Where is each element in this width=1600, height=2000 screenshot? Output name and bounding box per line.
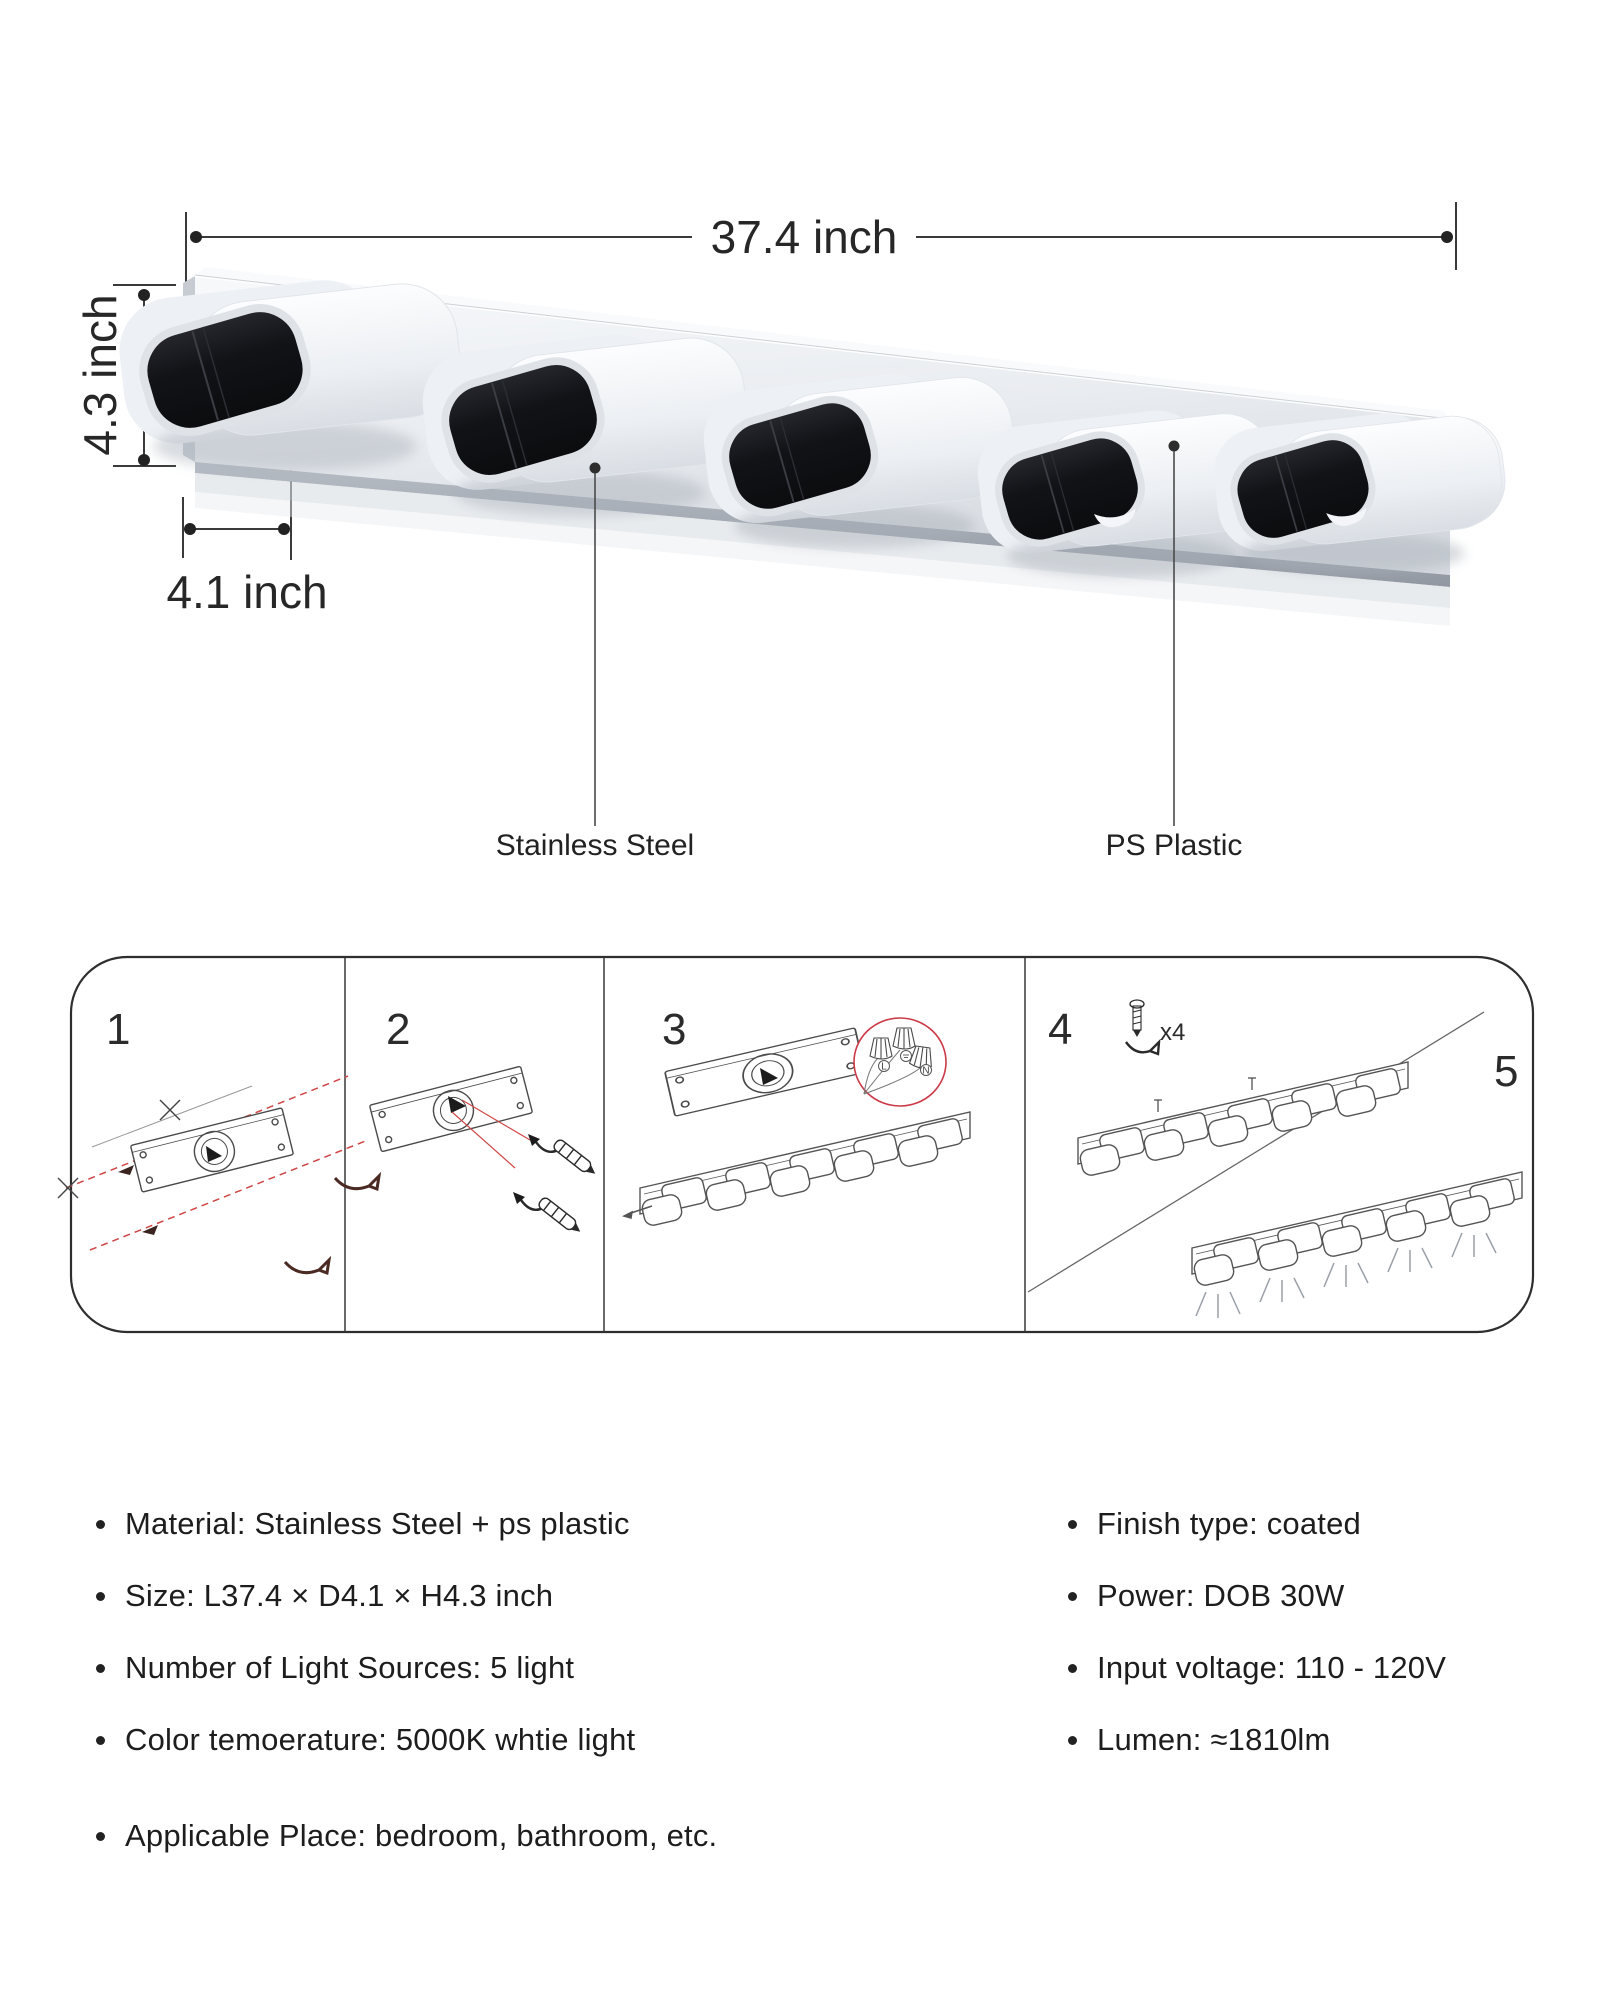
screw-icon — [1125, 999, 1161, 1056]
bullet-icon — [1068, 1591, 1077, 1601]
step-4-number: 4 — [1048, 1005, 1072, 1054]
spec-color-temperature-text: Color temoerature: 5000K whtie light — [125, 1722, 636, 1758]
step-3-number: 3 — [662, 1005, 686, 1054]
spec-voltage-text: Input voltage: 110 - 120V — [1097, 1650, 1447, 1686]
step-4-5-divider — [1027, 1011, 1485, 1293]
step-2-diagram — [368, 1065, 601, 1238]
step-1-diagram — [57, 1075, 382, 1276]
spec-lumen: Lumen: ≈1810lm — [1068, 1704, 1446, 1776]
ps-plastic-label: PS Plastic — [1106, 829, 1243, 862]
bullet-icon — [96, 1663, 105, 1673]
spec-color-temperature: Color temoerature: 5000K whtie light — [96, 1704, 717, 1776]
spec-finish-text: Finish type: coated — [1097, 1506, 1362, 1542]
lamp-head-5 — [1209, 408, 1510, 574]
vanity-light-fixture — [114, 267, 1510, 626]
dim-dot — [278, 523, 290, 535]
installation-steps-panel: 1 2 3 4 5 — [57, 955, 1535, 1334]
spec-list-right: Finish type: coated Power: DOB 30W Input… — [1068, 1488, 1446, 1776]
dim-dot — [184, 523, 196, 535]
product-illustration: 37.4 inch 4.3 inch 4.1 inch — [74, 202, 1600, 862]
spec-size: Size: L37.4 × D4.1 × H4.3 inch — [96, 1560, 717, 1632]
step-5-number: 5 — [1494, 1047, 1518, 1096]
spec-power-text: Power: DOB 30W — [1097, 1578, 1345, 1614]
wire-label-n: N — [922, 1066, 929, 1077]
bullet-icon — [96, 1591, 105, 1601]
dim-dot — [138, 454, 150, 466]
bullet-icon — [96, 1831, 105, 1841]
spec-applicable-place: Applicable Place: bedroom, bathroom, etc… — [96, 1800, 717, 1872]
spec-light-sources: Number of Light Sources: 5 light — [96, 1632, 717, 1704]
lamp-head-1 — [114, 275, 466, 471]
lamp-head-2 — [417, 329, 752, 516]
panel-border — [69, 955, 1535, 1334]
dim-dot — [1441, 231, 1453, 243]
spec-voltage: Input voltage: 110 - 120V — [1068, 1632, 1446, 1704]
bullet-icon — [96, 1735, 105, 1745]
bullet-icon — [1068, 1735, 1077, 1745]
spec-lumen-text: Lumen: ≈1810lm — [1097, 1722, 1331, 1758]
spec-material: Material: Stainless Steel + ps plastic — [96, 1488, 717, 1560]
spec-finish: Finish type: coated — [1068, 1488, 1446, 1560]
lamp-head-3 — [699, 369, 1020, 548]
spec-power: Power: DOB 30W — [1068, 1560, 1446, 1632]
step-4-diagram: x4 — [1077, 999, 1409, 1178]
spec-applicable-place-text: Applicable Place: bedroom, bathroom, etc… — [125, 1818, 718, 1854]
spec-material-text: Material: Stainless Steel + ps plastic — [125, 1506, 630, 1542]
step-1-number: 1 — [106, 1005, 130, 1054]
step-2-number: 2 — [386, 1005, 410, 1054]
dim-dot — [190, 231, 202, 243]
height-dimension-label: 4.3 inch — [74, 294, 126, 455]
bullet-icon — [1068, 1663, 1077, 1673]
dim-dot — [138, 289, 150, 301]
spec-size-text: Size: L37.4 × D4.1 × H4.3 inch — [125, 1578, 554, 1614]
step-3-diagram: L N — [621, 1017, 971, 1228]
callout-stainless-steel: Stainless Steel — [496, 462, 694, 862]
length-dimension-label: 37.4 inch — [711, 211, 898, 263]
stainless-steel-label: Stainless Steel — [496, 829, 694, 862]
callout-ps-plastic: PS Plastic — [1106, 440, 1243, 862]
step-5-diagram — [1191, 1171, 1523, 1318]
bullet-icon — [96, 1519, 105, 1529]
depth-dimension-label: 4.1 inch — [166, 566, 327, 618]
bullet-icon — [1068, 1519, 1077, 1529]
wire-label-l: L — [881, 1062, 887, 1073]
spec-list-left: Material: Stainless Steel + ps plastic S… — [96, 1488, 717, 1872]
screw-count-label: x4 — [1160, 1019, 1185, 1046]
spec-light-sources-text: Number of Light Sources: 5 light — [125, 1650, 575, 1686]
